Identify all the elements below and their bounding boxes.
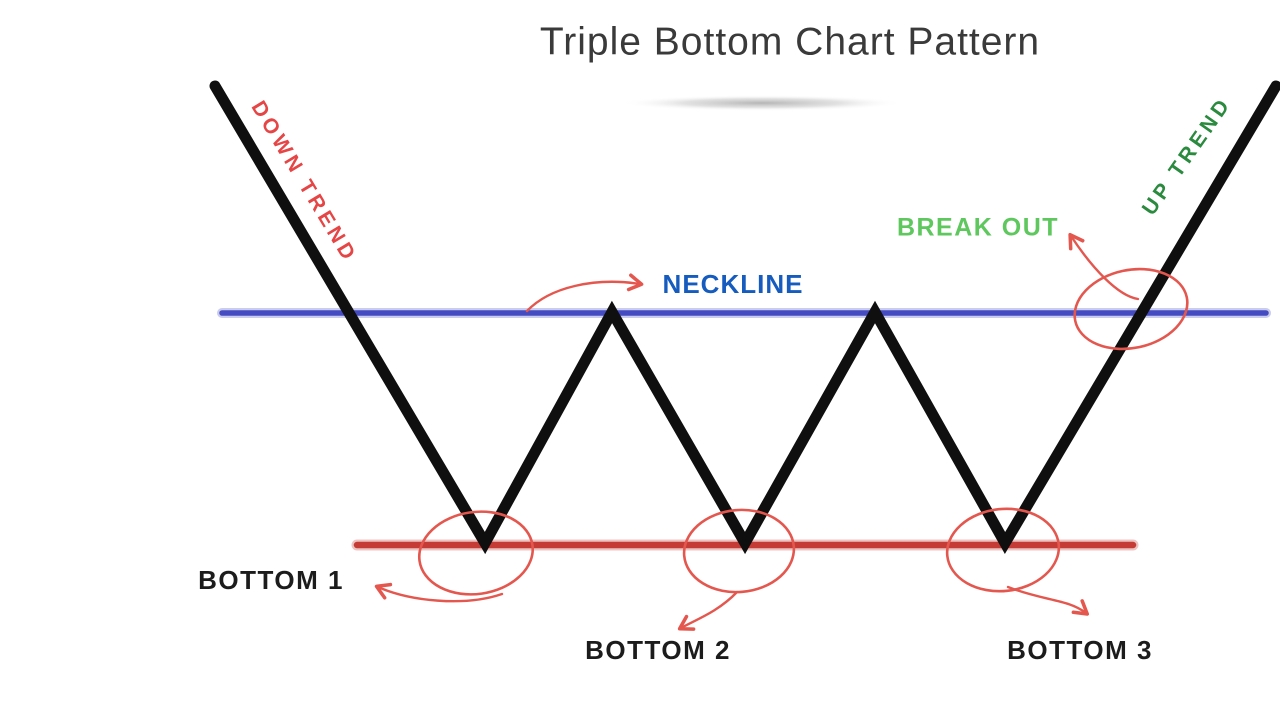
break-out-circle: [1073, 267, 1189, 351]
break-out-label: BREAK OUT: [896, 213, 1060, 242]
price-line: [209, 80, 1280, 555]
bottom-2-arrow: [677, 590, 739, 631]
bottom-2-label: BOTTOM 2: [585, 635, 731, 665]
title-shadow: [620, 95, 904, 111]
bottom-1-label: BOTTOM 1: [198, 565, 344, 595]
bottom-3-arrow: [1006, 585, 1090, 616]
page-title: Triple Bottom Chart Pattern: [539, 20, 1041, 64]
bottom-3-circle: [945, 507, 1061, 593]
bottom-3-label: BOTTOM 3: [1007, 635, 1153, 665]
bottom-1-arrow: [374, 582, 504, 603]
neckline-arrow: [525, 273, 644, 313]
break-out-arrow: [1068, 232, 1140, 301]
neckline-label: NECKLINE: [662, 269, 804, 299]
bottom-1-circle: [417, 510, 535, 596]
bottom-2-circle: [682, 508, 796, 594]
